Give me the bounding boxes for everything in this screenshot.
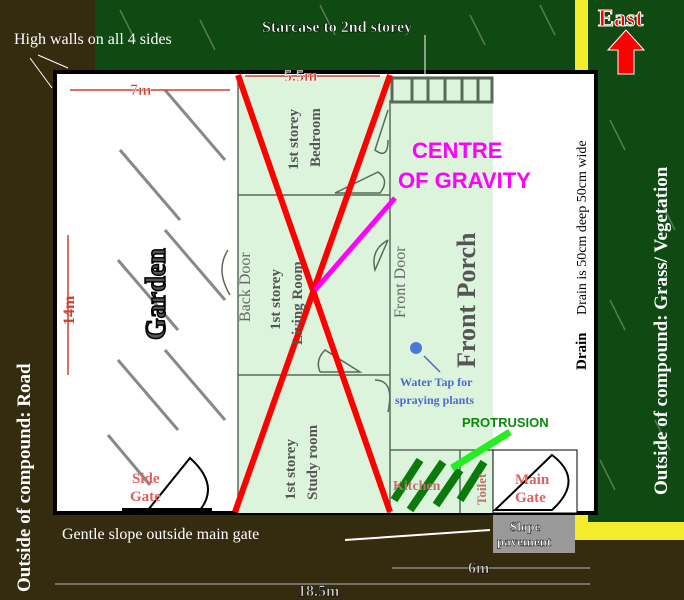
total-width-label: 18.5m [298,583,340,600]
slope-outside-label: Gentle slope outside main gate [62,526,259,543]
slope-pavement-label-1: Slope [510,519,541,534]
kitchen-hatching [390,457,488,513]
tap-arrow [423,355,441,373]
grass-hatching [119,4,676,491]
house-width-label: 5.5m [284,68,318,85]
side-gate-label-2: Gate [130,489,161,505]
garden-width-label: 7m [130,82,152,99]
garden-label: Garden [141,248,172,340]
house-walls [237,76,493,513]
living-label-2: Living Room [290,261,306,345]
depth-label: 14m [61,295,78,325]
study-label-2: Study room [305,424,321,500]
cross-line-2 [232,73,393,514]
dimension-lines [67,75,380,375]
east-arrow-icon [606,29,646,75]
staircase-label: Starcase to 2nd storey [262,19,412,36]
cog-pointer [313,196,397,292]
protrusion-pointer [450,429,512,471]
tap-label-2: spraying plants [395,393,474,407]
outside-left-label: Outside of compound: Road [14,363,35,592]
cog-label-1: CENTRE [412,138,502,163]
bedroom-label-2: Bedroom [308,108,324,167]
toilet-label: Toilet [474,473,489,505]
bedroom-label-1: 1st storey [286,109,302,170]
living-label-1: 1st storey [268,269,284,330]
study-label-1: 1st storey [283,439,299,500]
front-door-label: Front Door [392,246,409,318]
slope-pavement-label-2: pavement [497,534,552,549]
main-gate-area [492,449,578,514]
outside-right-label: Outside of compound: Grass/ Vegetation [651,166,672,495]
front-porch-label: Front Porch [452,232,481,368]
gate-section-label: 6m [468,560,490,577]
grass-right [588,0,684,522]
drain-desc-label: Drain is 50cm deep 50cm wide [575,140,590,315]
staircase-icon [390,76,494,104]
protrusion-label: PROTRUSION [462,415,549,430]
kitchen-label: Kitchen [393,479,441,494]
water-tap-icon [410,342,422,354]
side-gate-bar [122,508,212,514]
main-gate-label-2: Gate [515,490,546,506]
high-walls-label: High walls on all 4 sides [14,31,172,48]
slope-arrow [344,529,491,541]
tap-label-1: Water Tap for [400,375,473,389]
cog-label-2: OF GRAVITY [398,168,531,193]
drain-label: Drain [574,332,590,370]
side-gate-label: Side [132,471,160,487]
back-door-label: Back Door [237,252,254,322]
east-label: East [598,6,643,32]
door-swings [221,109,391,413]
main-gate-swing-icon [492,453,570,511]
garden-hatching [106,89,227,486]
dimension-lines-bottom [55,567,590,585]
main-gate-label-1: Main [515,472,550,488]
slope-pavement [493,515,575,553]
wall-pointers [29,54,69,89]
drain-horizontal [575,522,684,540]
